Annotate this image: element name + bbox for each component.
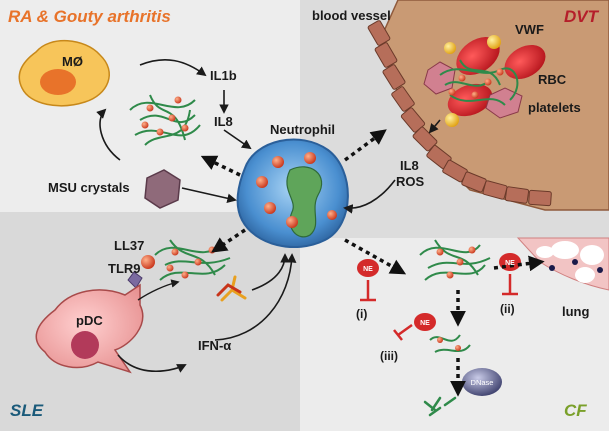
il8-label: IL8 [214,114,233,129]
inhibitor-iii-label: (iii) [380,349,398,363]
sle-panel [0,212,300,431]
il1b-label: IL1b [210,68,237,83]
macrophage-label: MØ [62,54,83,69]
blood-vessel-label: blood vessel [312,8,391,23]
ne-iii-text: NE [420,320,430,327]
ne-ii-text: NE [505,260,515,267]
vwf-label: VWF [515,22,544,37]
ros-label: ROS [396,174,425,189]
inhibitor-ii-label: (ii) [500,302,515,316]
dvt-title: DVT [564,7,600,26]
ne-inhibitor-iii [393,313,436,341]
cf-title: CF [564,401,587,420]
tlr9-label: TLR9 [108,261,141,276]
lung-label: lung [562,304,589,319]
macrophage-cell [18,39,110,107]
vessel-wall [367,20,552,207]
dnase-enzyme [462,368,502,396]
ra-title: RA & Gouty arthritis [8,7,171,26]
dotted-arrows [200,129,545,397]
tlr9-receptor [127,271,143,289]
ne-inhibitor-i [357,259,379,302]
pdc-label: pDC [76,313,103,328]
dvt-net [423,35,546,127]
ifn-label: IFN-α [198,338,231,353]
platelets-label: platelets [528,100,581,115]
ra-net [129,94,201,146]
msu-label: MSU crystals [48,180,130,195]
neutrophil-cell [236,138,349,248]
il8-dvt-label: IL8 [400,158,419,173]
inhibitor-i-label: (i) [356,307,367,321]
antibody [216,275,247,302]
ne-i-text: NE [363,266,373,273]
msu-crystal [144,169,181,209]
solid-arrows [96,59,441,373]
cf-net [419,239,491,417]
neutrophil-label: Neutrophil [270,122,335,137]
sle-title: SLE [10,401,44,420]
ll37-label: LL37 [114,238,144,253]
dnase-label: DNase [471,378,494,387]
lung-tissue [516,237,609,291]
pdc-cell [35,283,144,374]
rbc-label: RBC [538,72,567,87]
cf-panel [300,238,609,431]
sle-net [141,239,231,281]
